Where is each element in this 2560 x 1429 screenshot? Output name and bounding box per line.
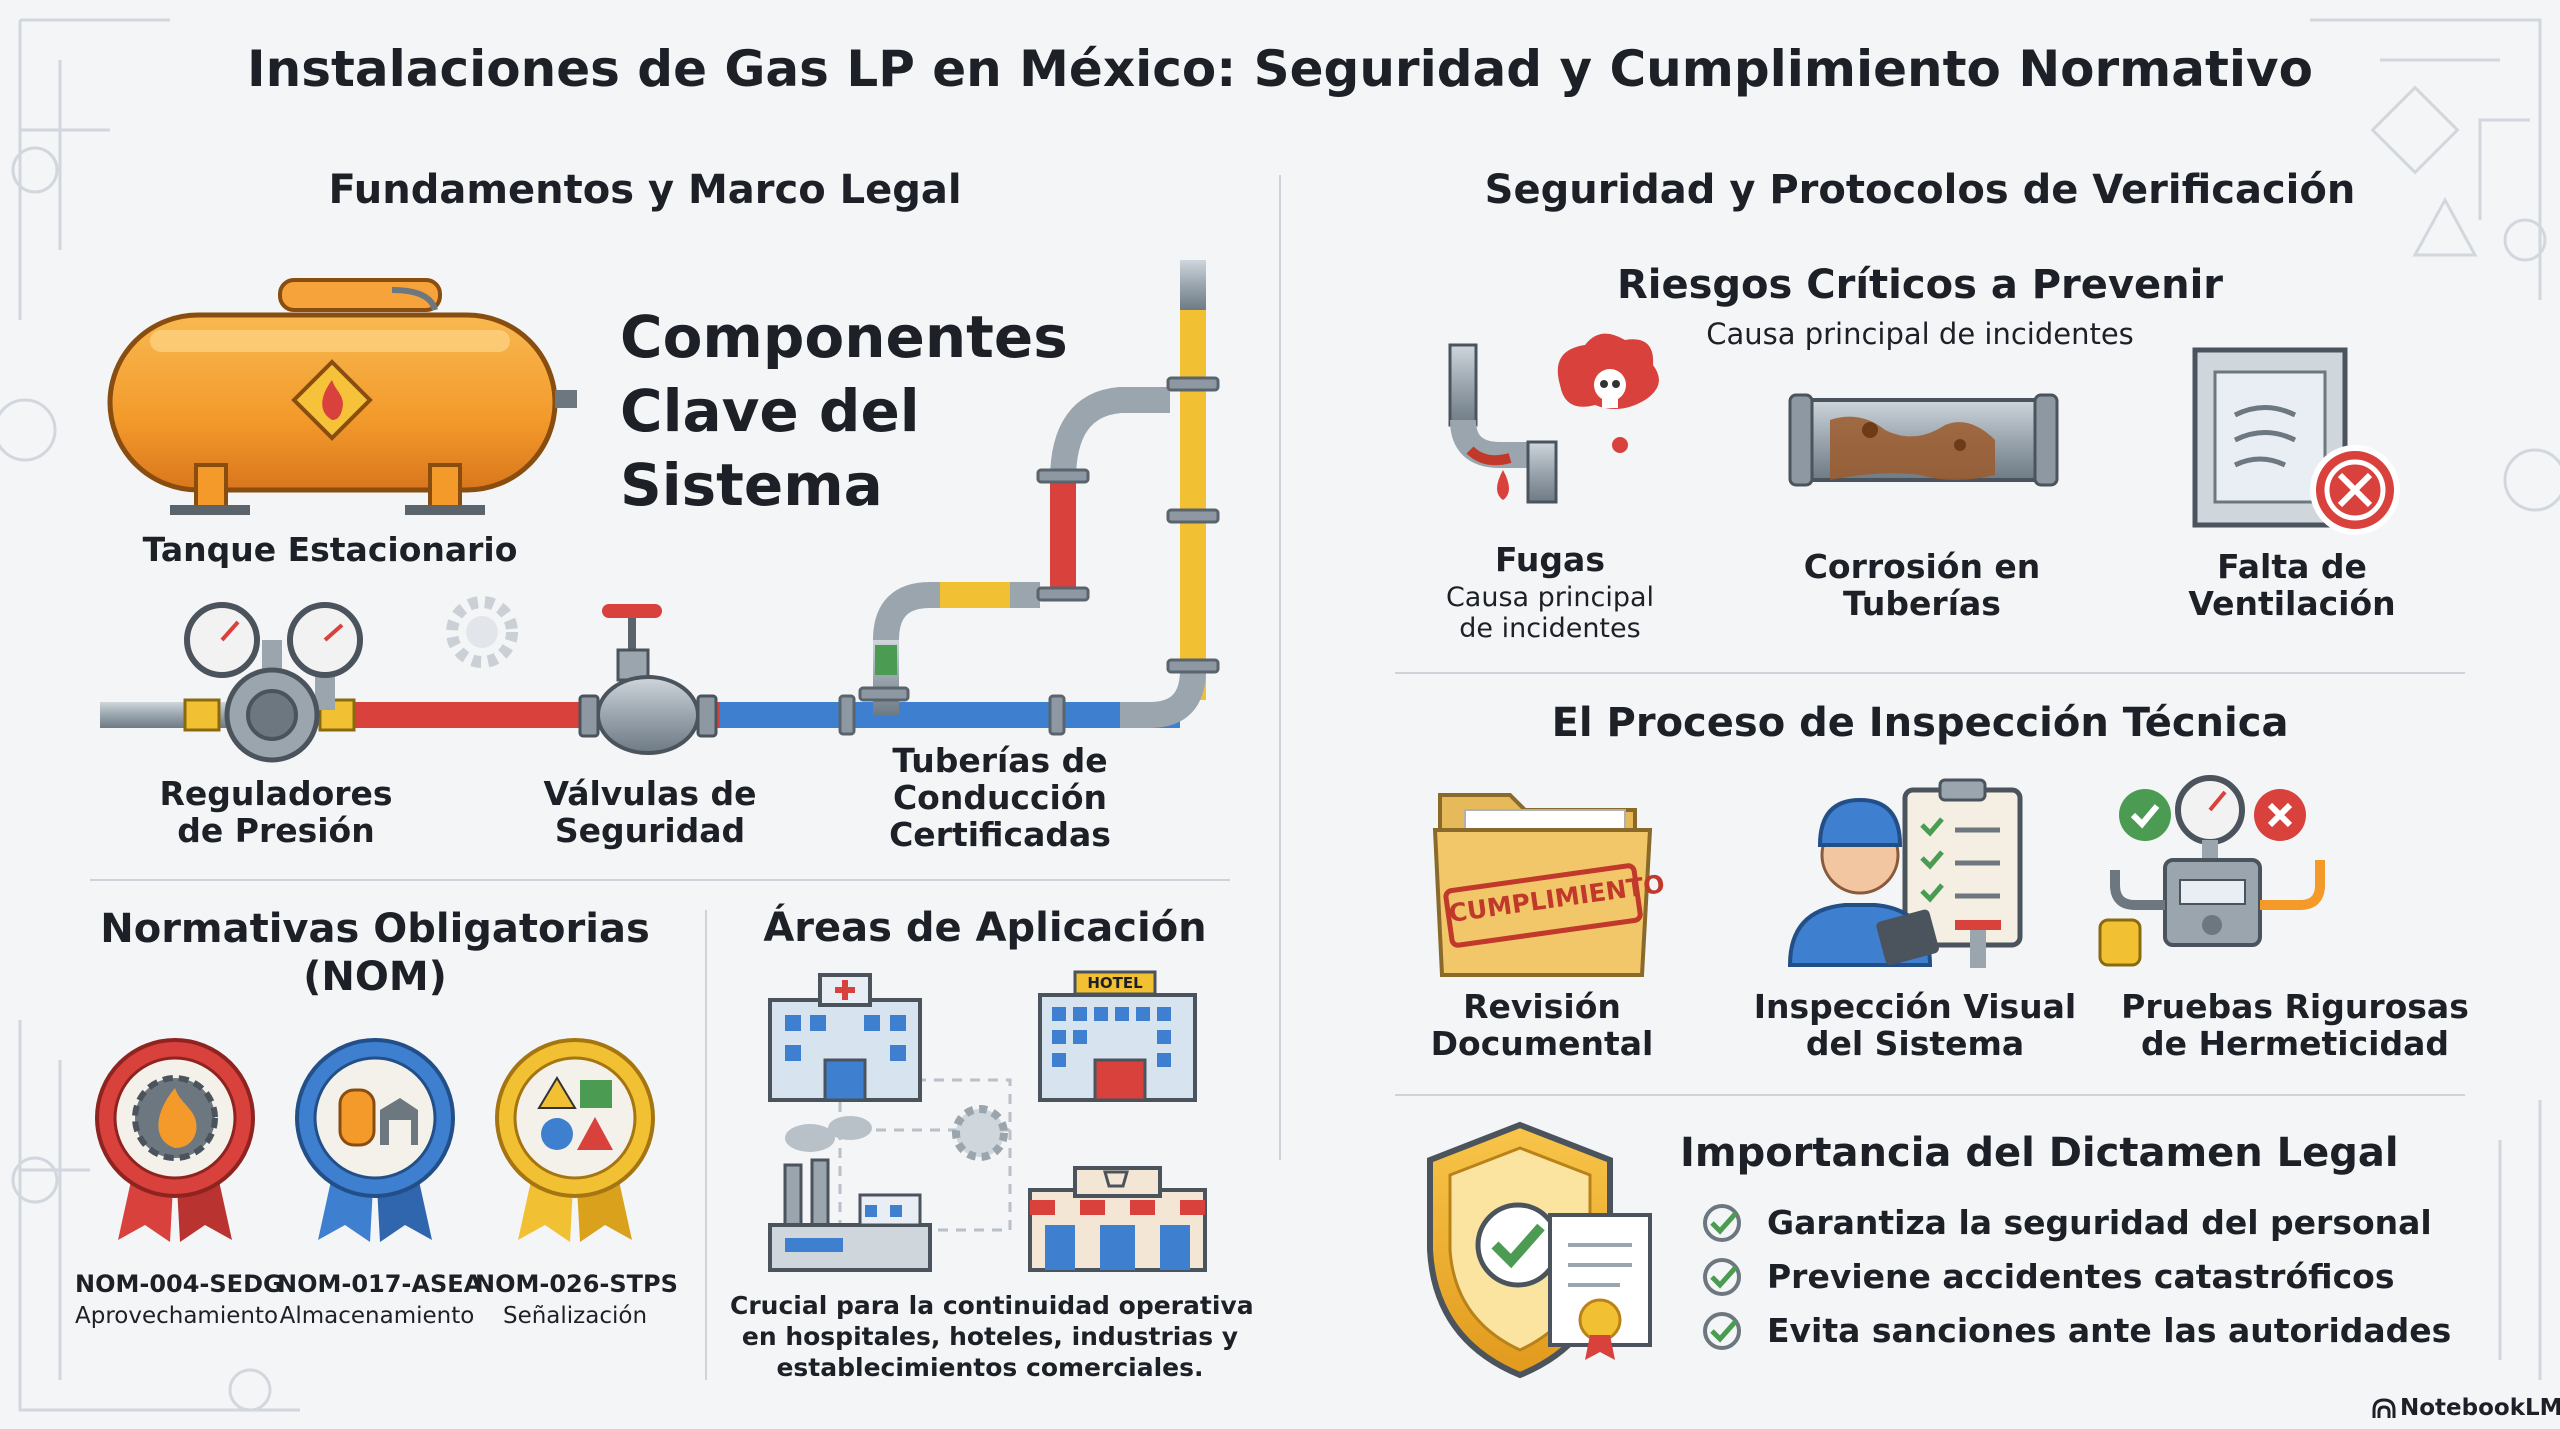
hotel-sign: HOTEL xyxy=(1087,974,1143,992)
valves-label: Válvulas de Seguridad xyxy=(500,775,800,849)
inspection-visual-label-line2: del Sistema xyxy=(1805,1024,2025,1063)
pipes-label-line1: Tuberías de xyxy=(892,741,1108,780)
hospital-building-illustration xyxy=(768,973,922,1102)
check-bullet-icons xyxy=(1703,1204,1741,1350)
inspection-heading: El Proceso de Inspección Técnica xyxy=(1551,700,2289,746)
footer-brand: NotebookLM xyxy=(2400,1395,2560,1421)
inspector-illustration xyxy=(1787,778,2023,968)
areas-description-line2: en hospitales, hoteles, industrias y xyxy=(741,1322,1239,1351)
valves-label-line1: Válvulas de xyxy=(543,774,757,813)
safety-valve-illustration xyxy=(578,604,718,755)
left-section-heading: Fundamentos y Marco Legal xyxy=(328,167,962,213)
components-title-line2: Clave del xyxy=(620,377,920,445)
gear-connector-icon xyxy=(952,1105,1008,1161)
norms-heading: Normativas Obligatorias (NOM) xyxy=(75,905,675,1001)
risk-corrosion-label-line1: Corrosión en xyxy=(1803,547,2041,586)
nom-004-desc: Aprovechamiento xyxy=(75,1303,279,1329)
regulators-label-line1: Reguladores xyxy=(159,774,393,813)
dictamen-bullet-3: Evita sanciones ante las autoridades xyxy=(1767,1311,2452,1350)
page-title: Instalaciones de Gas LP en México: Segur… xyxy=(247,40,2313,98)
section-dividers xyxy=(90,175,2465,1380)
pipes-label-line3: Certificadas xyxy=(889,815,1111,854)
risks-heading: Riesgos Críticos a Prevenir xyxy=(1616,262,2224,308)
inspection-docs-label-line2: Documental xyxy=(1430,1024,1654,1063)
document-folder-illustration xyxy=(1432,793,1653,977)
dictamen-bullet-2: Previene accidentes catastróficos xyxy=(1767,1257,2395,1296)
norms-heading-line1: Normativas Obligatorias xyxy=(100,906,650,952)
corroded-pipe-illustration xyxy=(1788,393,2059,487)
risk-ventilation-label: Falta de Ventilación xyxy=(2142,548,2442,622)
pressure-regulator-illustration xyxy=(184,602,363,763)
dictamen-heading: Importancia del Dictamen Legal xyxy=(1680,1130,2399,1176)
risk-corrosion-label-line2: Tuberías xyxy=(1843,584,2001,623)
nom-004-code: NOM-004-SEDG xyxy=(75,1270,283,1298)
nom-badge-026 xyxy=(495,1038,655,1242)
nom-badge-017 xyxy=(295,1038,455,1242)
norms-heading-line2: (NOM) xyxy=(303,954,447,1000)
risk-ventilation-label-line2: Ventilación xyxy=(2188,584,2396,623)
risk-leak-desc: Causa principal de incidentes xyxy=(1400,582,1700,644)
areas-description-line1: Crucial para la continuidad operativa xyxy=(730,1291,1254,1320)
inspection-tests-label-line1: Pruebas Rigurosas xyxy=(2121,987,2469,1026)
nom-026-desc: Señalización xyxy=(502,1303,648,1329)
risk-corrosion-label: Corrosión en Tuberías xyxy=(1772,548,2072,622)
ventilation-illustration xyxy=(2192,347,2400,535)
nom-026-code: NOM-026-STPS xyxy=(475,1270,678,1298)
risk-leak-label: Fugas xyxy=(1495,540,1605,579)
inspection-visual-label-line1: Inspección Visual xyxy=(1753,987,2077,1026)
hotel-building-illustration xyxy=(1038,970,1197,1102)
inspection-tests-label-line2: de Hermeticidad xyxy=(2140,1024,2449,1063)
risk-leak-desc-line2: de incidentes xyxy=(1459,613,1641,644)
pipes-label: Tuberías de Conducción Certificadas xyxy=(850,742,1150,853)
tank-label: Tanque Estacionario xyxy=(142,530,518,569)
inspection-tests-label: Pruebas Rigurosas de Hermeticidad xyxy=(2110,988,2480,1062)
risk-leak-desc-line1: Causa principal xyxy=(1445,582,1655,613)
background-blueprint-lines xyxy=(0,18,2560,1412)
factory-building-illustration xyxy=(768,1116,932,1272)
components-title: Componentes Clave del Sistema xyxy=(620,300,1068,522)
regulators-label: Reguladores de Presión xyxy=(126,775,426,849)
shield-certificate-illustration xyxy=(1427,1121,1652,1379)
components-title-line3: Sistema xyxy=(620,451,883,519)
gear-faint-icon xyxy=(446,596,518,668)
pipes-label-line2: Conducción xyxy=(892,778,1108,817)
inspection-visual-label: Inspección Visual del Sistema xyxy=(1745,988,2085,1062)
regulators-label-line2: de Presión xyxy=(177,811,375,850)
right-section-heading: Seguridad y Protocolos de Verificación xyxy=(1484,167,2356,213)
pressure-test-illustration xyxy=(2098,775,2325,967)
inspection-docs-label: Revisión Documental xyxy=(1392,988,1692,1062)
areas-description-line3: establecimientos comerciales. xyxy=(776,1353,1204,1382)
nom-017-desc: Almacenamiento xyxy=(279,1303,475,1329)
nom-badge-004 xyxy=(95,1038,255,1242)
nom-017-code: NOM-017-ASEA xyxy=(277,1270,483,1298)
stationary-tank-illustration xyxy=(107,278,577,515)
risks-subheading: Causa principal de incidentes xyxy=(1706,317,2134,351)
areas-connectors xyxy=(838,1078,1012,1232)
areas-heading: Áreas de Aplicación xyxy=(763,905,1207,951)
components-title-line1: Componentes xyxy=(620,303,1068,371)
valves-label-line2: Seguridad xyxy=(554,811,746,850)
inspection-docs-label-line1: Revisión xyxy=(1463,987,1621,1026)
risk-ventilation-label-line1: Falta de xyxy=(2217,547,2367,586)
areas-description: Crucial para la continuidad operativa en… xyxy=(730,1290,1254,1383)
notebooklm-logo-icon xyxy=(2372,1398,2396,1418)
dictamen-bullet-1: Garantiza la seguridad del personal xyxy=(1767,1203,2432,1242)
store-building-illustration xyxy=(1028,1166,1207,1272)
leak-illustration xyxy=(1448,333,1659,504)
